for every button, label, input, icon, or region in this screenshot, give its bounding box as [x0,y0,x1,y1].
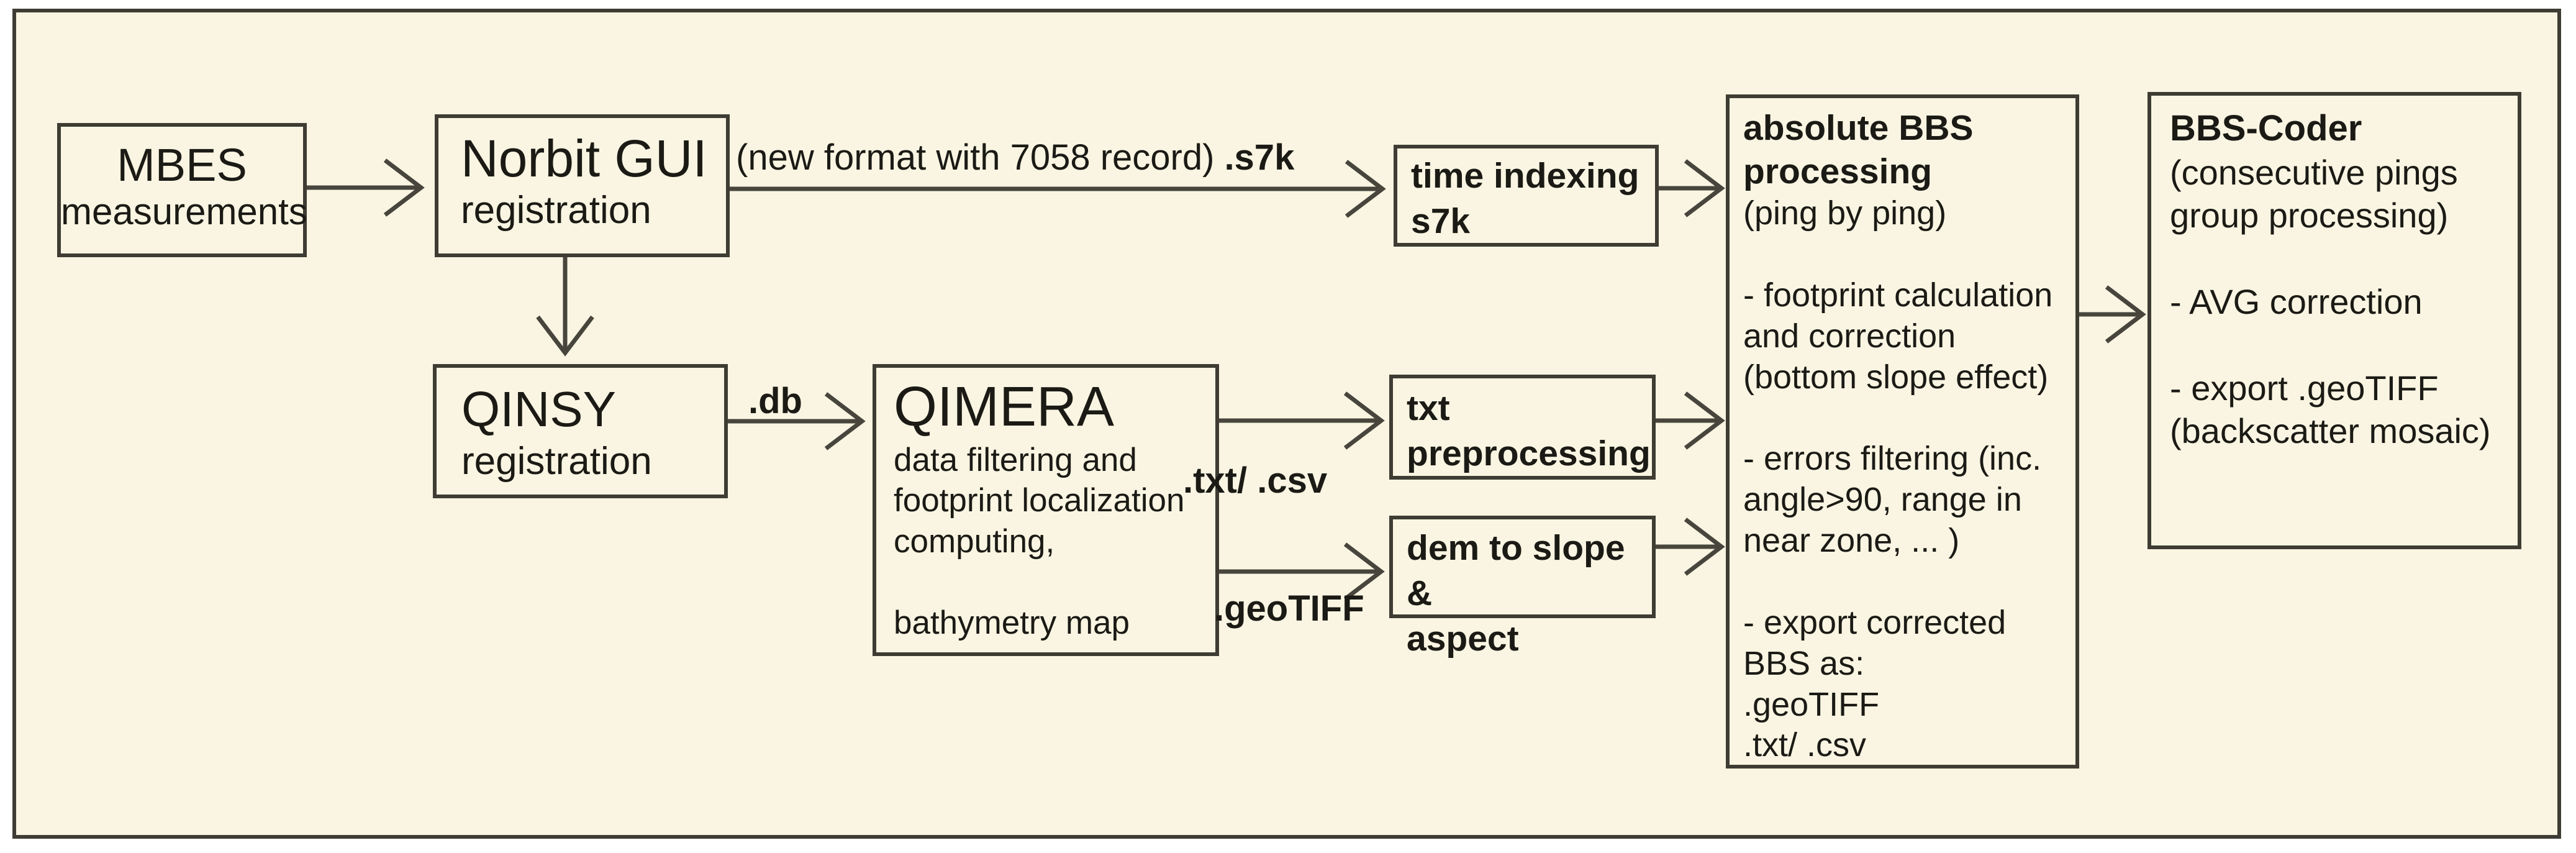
absolute-bbs-details: (ping by ping) - footprint calculation a… [1743,194,2053,764]
mbes-measurements-box: MBES measurements [57,123,307,257]
s7k-format-note: (new format with 7058 record) [736,137,1215,178]
qinsy-title: QINSY [461,381,616,437]
s7k-extension: .s7k [1224,137,1295,178]
bbs-coder-box: BBS-Coder (consecutive pings group proce… [2147,92,2521,549]
mbes-title: MBES [117,139,247,191]
edge-label-s7k: (new format with 7058 record).s7k [736,137,1294,178]
qinsy-box: QINSY registration [433,364,728,498]
absolute-bbs-title: absolute BBS processing [1743,108,1974,191]
bbs-coder-details: (consecutive pings group processing) - A… [2170,152,2491,451]
norbit-gui-box: Norbit GUI registration [435,114,730,257]
edge-label-txt-csv: .txt/ .csv [1183,460,1328,501]
qimera-box: QIMERA data filtering and footprint loca… [873,364,1219,656]
qimera-description: data filtering and footprint localizatio… [894,441,1185,642]
mbes-subtitle: measurements [61,190,307,232]
absolute-bbs-processing-box: absolute BBS processing (ping by ping) -… [1726,94,2079,769]
norbit-title: Norbit GUI [461,129,707,188]
edge-label-geotiff: .geoTIFF [1214,588,1364,629]
qinsy-subtitle: registration [461,439,652,483]
txt-preprocessing-box: txt preprocessing [1389,375,1656,480]
dem-to-slope-aspect-box: dem to slope & aspect [1389,516,1656,659]
bbs-coder-title: BBS-Coder [2170,108,2362,148]
time-indexing-s7k-box: time indexing s7k [1394,145,1659,247]
qimera-title: QIMERA [894,376,1115,438]
norbit-subtitle: registration [461,189,651,232]
edge-label-db: .db [748,381,802,421]
